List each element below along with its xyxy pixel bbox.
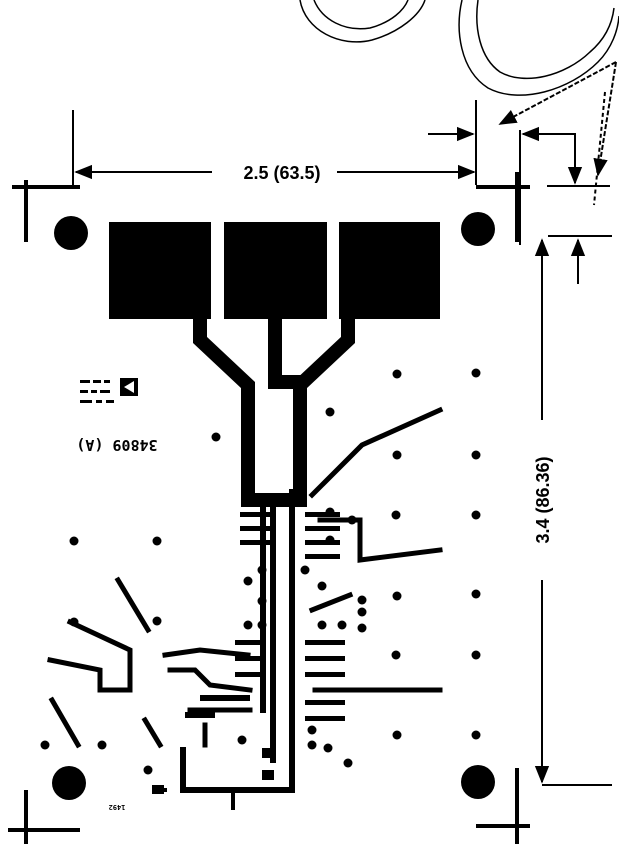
via [343,758,353,768]
mounting-hole-bottom-right [461,765,495,799]
width-dimension-label: 2.5 (63.5) [243,163,320,183]
via [325,535,335,545]
mounting-holes [52,212,495,800]
via [211,432,221,442]
via [325,507,335,517]
mounting-hole-bottom-left [52,766,86,800]
offset-dimension-arrows [428,126,586,284]
via [391,510,401,520]
mounting-hole-top-right [461,212,495,246]
corner-marks [8,172,530,844]
height-dimension: 3.4 (86.36) [533,238,553,784]
traces [47,303,444,810]
via [337,620,347,630]
via [325,407,335,417]
via [471,650,481,660]
large-pads [109,222,440,319]
via [317,581,327,591]
via [300,565,310,575]
silkscreen-logo-block [80,378,138,403]
height-dimension-label: 3.4 (86.36) [533,456,553,543]
via [392,450,402,460]
via [357,623,367,633]
via [243,620,253,630]
vias [40,368,481,775]
via [471,589,481,599]
via [257,565,267,575]
extension-lines [72,100,612,786]
via [307,725,317,735]
via [243,576,253,586]
via [152,616,162,626]
via [357,595,367,605]
mounting-hole-top-left [54,216,88,250]
via [237,735,247,745]
via [357,607,367,617]
detail-callout-curves [299,0,619,96]
width-dimension: 2.5 (63.5) [74,163,476,183]
via [97,740,107,750]
via [257,596,267,606]
via [40,740,50,750]
via [69,617,79,627]
board-id-silkscreen: 34809 (A) [76,436,157,454]
via [257,620,267,630]
via [392,730,402,740]
via [323,743,333,753]
via [471,730,481,740]
via [391,650,401,660]
via [152,536,162,546]
via [471,368,481,378]
via [471,450,481,460]
via [69,536,79,546]
via [392,591,402,601]
smd-pads [152,512,345,794]
via [347,515,357,525]
via [307,740,317,750]
via [392,369,402,379]
via [471,510,481,520]
corner-mark-silkscreen: 1492 [109,803,126,811]
via [143,765,153,775]
via [317,620,327,630]
